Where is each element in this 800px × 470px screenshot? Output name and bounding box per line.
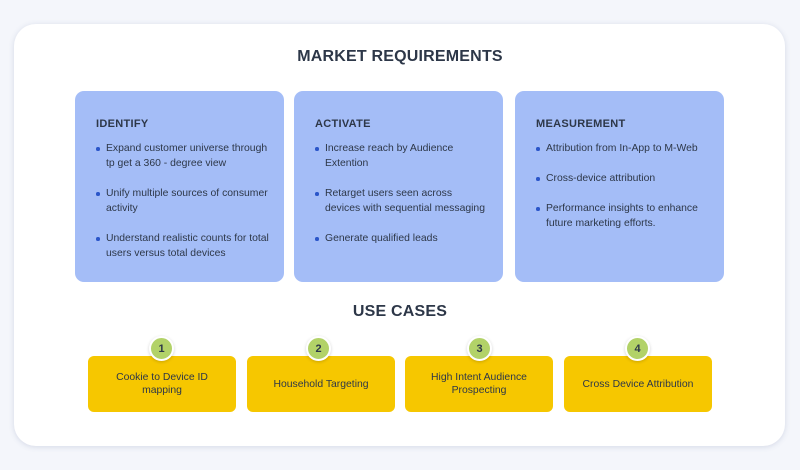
requirement-card-activate: ACTIVATE Increase reach by Audience Exte… — [294, 91, 503, 282]
bullet-dot-icon — [315, 147, 319, 151]
use-cases-title: USE CASES — [352, 303, 448, 320]
bullet-dot-icon — [96, 192, 100, 196]
list-item: Increase reach by Audience Extention — [315, 141, 489, 171]
list-item: Performance insights to enhance future m… — [536, 201, 710, 231]
list-item: Generate qualified leads — [315, 231, 489, 246]
number-badge-2: 2 — [306, 336, 331, 361]
requirement-card-measurement: MEASUREMENT Attribution from In-App to M… — [515, 91, 724, 282]
card-heading: ACTIVATE — [315, 118, 371, 130]
use-case-label: Household Targeting — [273, 378, 369, 390]
bullet-list: Increase reach by Audience Extention Ret… — [315, 141, 489, 246]
requirement-card-identify: IDENTIFY Expand customer universe throug… — [75, 91, 284, 282]
list-item-text: Cross-device attribution — [546, 173, 656, 184]
use-case-box-4: Cross Device Attribution — [564, 356, 712, 412]
list-item-text: Increase reach by Audience Extention — [325, 143, 454, 169]
list-item: Unify multiple sources of consumer activ… — [96, 186, 270, 216]
list-item: Attribution from In-App to M-Web — [536, 141, 710, 156]
bullet-dot-icon — [315, 237, 319, 241]
list-item-text: Generate qualified leads — [325, 233, 438, 244]
list-item-text: Understand realistic counts for total us… — [106, 233, 269, 259]
bullet-dot-icon — [536, 177, 540, 181]
number-badge-3: 3 — [467, 336, 492, 361]
list-item: Retarget users seen across devices with … — [315, 186, 489, 216]
card-heading: IDENTIFY — [96, 118, 149, 130]
list-item-text: Unify multiple sources of consumer activ… — [106, 188, 268, 214]
use-case-label: High Intent Audience Prospecting — [431, 372, 527, 396]
list-item: Understand realistic counts for total us… — [96, 231, 270, 261]
use-case-box-3: High Intent Audience Prospecting — [405, 356, 553, 412]
list-item-text: Attribution from In-App to M-Web — [546, 143, 698, 154]
use-case-label: Cookie to Device ID mapping — [116, 372, 208, 396]
bullet-dot-icon — [536, 147, 540, 151]
list-item: Cross-device attribution — [536, 171, 710, 186]
number-badge-1: 1 — [149, 336, 174, 361]
bullet-dot-icon — [96, 147, 100, 151]
bullet-dot-icon — [536, 207, 540, 211]
market-requirements-title: MARKET REQUIREMENTS — [297, 48, 503, 65]
use-case-box-1: Cookie to Device ID mapping — [88, 356, 236, 412]
list-item-text: Retarget users seen across devices with … — [325, 188, 485, 214]
use-case-box-2: Household Targeting — [247, 356, 395, 412]
card-heading: MEASUREMENT — [536, 118, 626, 130]
bullet-list: Expand customer universe through tp get … — [96, 141, 270, 261]
number-badge-4: 4 — [625, 336, 650, 361]
use-case-label: Cross Device Attribution — [582, 378, 694, 390]
bullet-dot-icon — [96, 237, 100, 241]
list-item: Expand customer universe through tp get … — [96, 141, 270, 171]
bullet-dot-icon — [315, 192, 319, 196]
list-item-text: Expand customer universe through tp get … — [106, 143, 268, 169]
bullet-list: Attribution from In-App to M-Web Cross-d… — [536, 141, 710, 231]
list-item-text: Performance insights to enhance future m… — [546, 203, 698, 229]
